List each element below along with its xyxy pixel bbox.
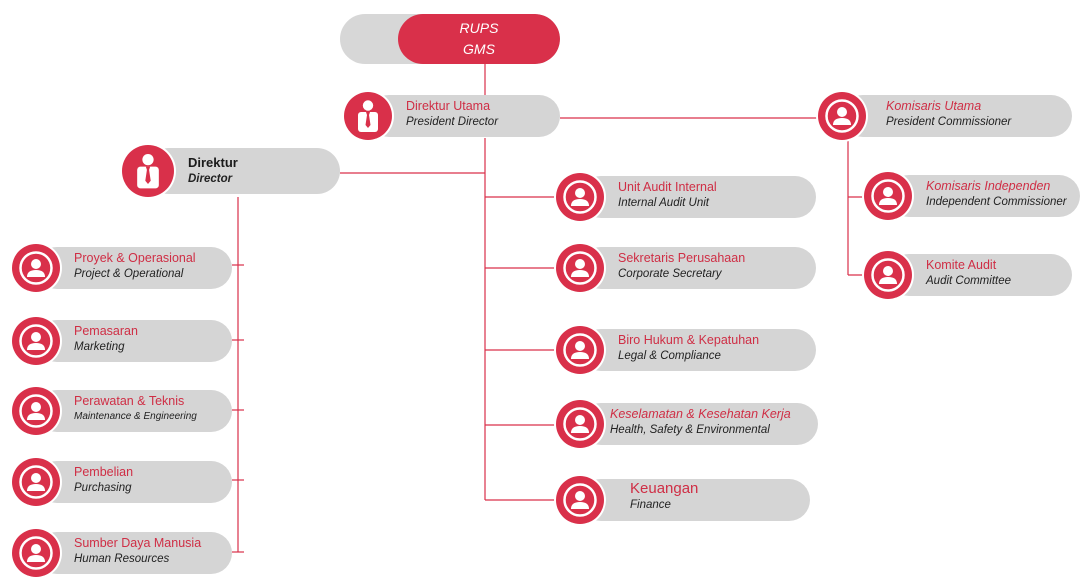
unit-name: Keuangan (630, 480, 699, 497)
person-icon (12, 244, 60, 292)
unit-en: Health, Safety & Environmental (610, 424, 770, 436)
person-icon (12, 458, 60, 506)
president-director-name: Direktur Utama (406, 99, 491, 113)
person-icon (556, 476, 604, 524)
president-commissioner-node: Komisaris Utama President Commissioner (818, 92, 1072, 140)
director-unit-0: Proyek & Operasional Project & Operation… (12, 244, 232, 292)
unit-name: Pemasaran (74, 324, 138, 338)
director-unit-2: Perawatan & Teknis Maintenance & Enginee… (12, 387, 232, 435)
unit-name: Biro Hukum & Kepatuhan (618, 333, 760, 347)
unit-name: Sumber Daya Manusia (74, 536, 202, 550)
gms-label-en: GMS (463, 41, 495, 57)
gms-label-id: RUPS (459, 20, 499, 36)
unit-name: Proyek & Operasional (74, 251, 196, 265)
person-icon (556, 400, 604, 448)
president-director-en: President Director (406, 116, 499, 128)
unit-en: Audit Committee (926, 275, 1012, 287)
president-director-node: Direktur Utama President Director (344, 92, 560, 140)
gms-box: RUPS GMS (340, 14, 560, 64)
director-name: Direktur (188, 155, 238, 170)
president-unit-4: Keuangan Finance (556, 476, 810, 524)
person-tie-icon (344, 92, 392, 140)
unit-name: Unit Audit Internal (618, 180, 717, 194)
president-unit-0: Unit Audit Internal Internal Audit Unit (556, 173, 816, 221)
director-unit-3: Pembelian Purchasing (12, 458, 232, 506)
president-unit-2: Biro Hukum & Kepatuhan Legal & Complianc… (556, 326, 816, 374)
commissioner-unit-0: Komisaris Independen Independent Commiss… (864, 172, 1080, 220)
person-icon (556, 244, 604, 292)
unit-name: Komisaris Independen (926, 179, 1051, 193)
person-icon (12, 387, 60, 435)
unit-name: Perawatan & Teknis (74, 394, 185, 408)
president-unit-3: Keselamatan & Kesehatan Kerja Health, Sa… (556, 400, 818, 448)
person-icon (556, 173, 604, 221)
unit-en: Purchasing (74, 482, 132, 494)
director-node: Direktur Director (122, 145, 340, 197)
unit-en: Independent Commissioner (926, 196, 1067, 208)
president-commissioner-name: Komisaris Utama (886, 99, 982, 113)
unit-name: Komite Audit (926, 258, 997, 272)
unit-en: Finance (630, 499, 671, 511)
unit-en: Project & Operational (74, 268, 184, 280)
unit-name: Pembelian (74, 465, 134, 479)
unit-en: Maintenance & Engineering (74, 411, 197, 422)
person-tie-icon (122, 145, 174, 197)
person-icon (864, 172, 912, 220)
person-icon (12, 529, 60, 577)
president-unit-1: Sekretaris Perusahaan Corporate Secretar… (556, 244, 816, 292)
person-icon (12, 317, 60, 365)
unit-name: Keselamatan & Kesehatan Kerja (610, 407, 791, 421)
person-icon (818, 92, 866, 140)
director-en: Director (188, 173, 233, 185)
unit-en: Internal Audit Unit (618, 197, 709, 209)
unit-en: Legal & Compliance (618, 350, 721, 362)
unit-en: Corporate Secretary (618, 268, 722, 280)
unit-en: Marketing (74, 341, 125, 353)
director-unit-1: Pemasaran Marketing (12, 317, 232, 365)
unit-name: Sekretaris Perusahaan (618, 251, 746, 265)
commissioner-unit-1: Komite Audit Audit Committee (864, 251, 1072, 299)
president-commissioner-en: President Commissioner (886, 116, 1012, 128)
person-icon (864, 251, 912, 299)
person-icon (556, 326, 604, 374)
director-unit-4: Sumber Daya Manusia Human Resources (12, 529, 232, 577)
unit-en: Human Resources (74, 553, 170, 565)
